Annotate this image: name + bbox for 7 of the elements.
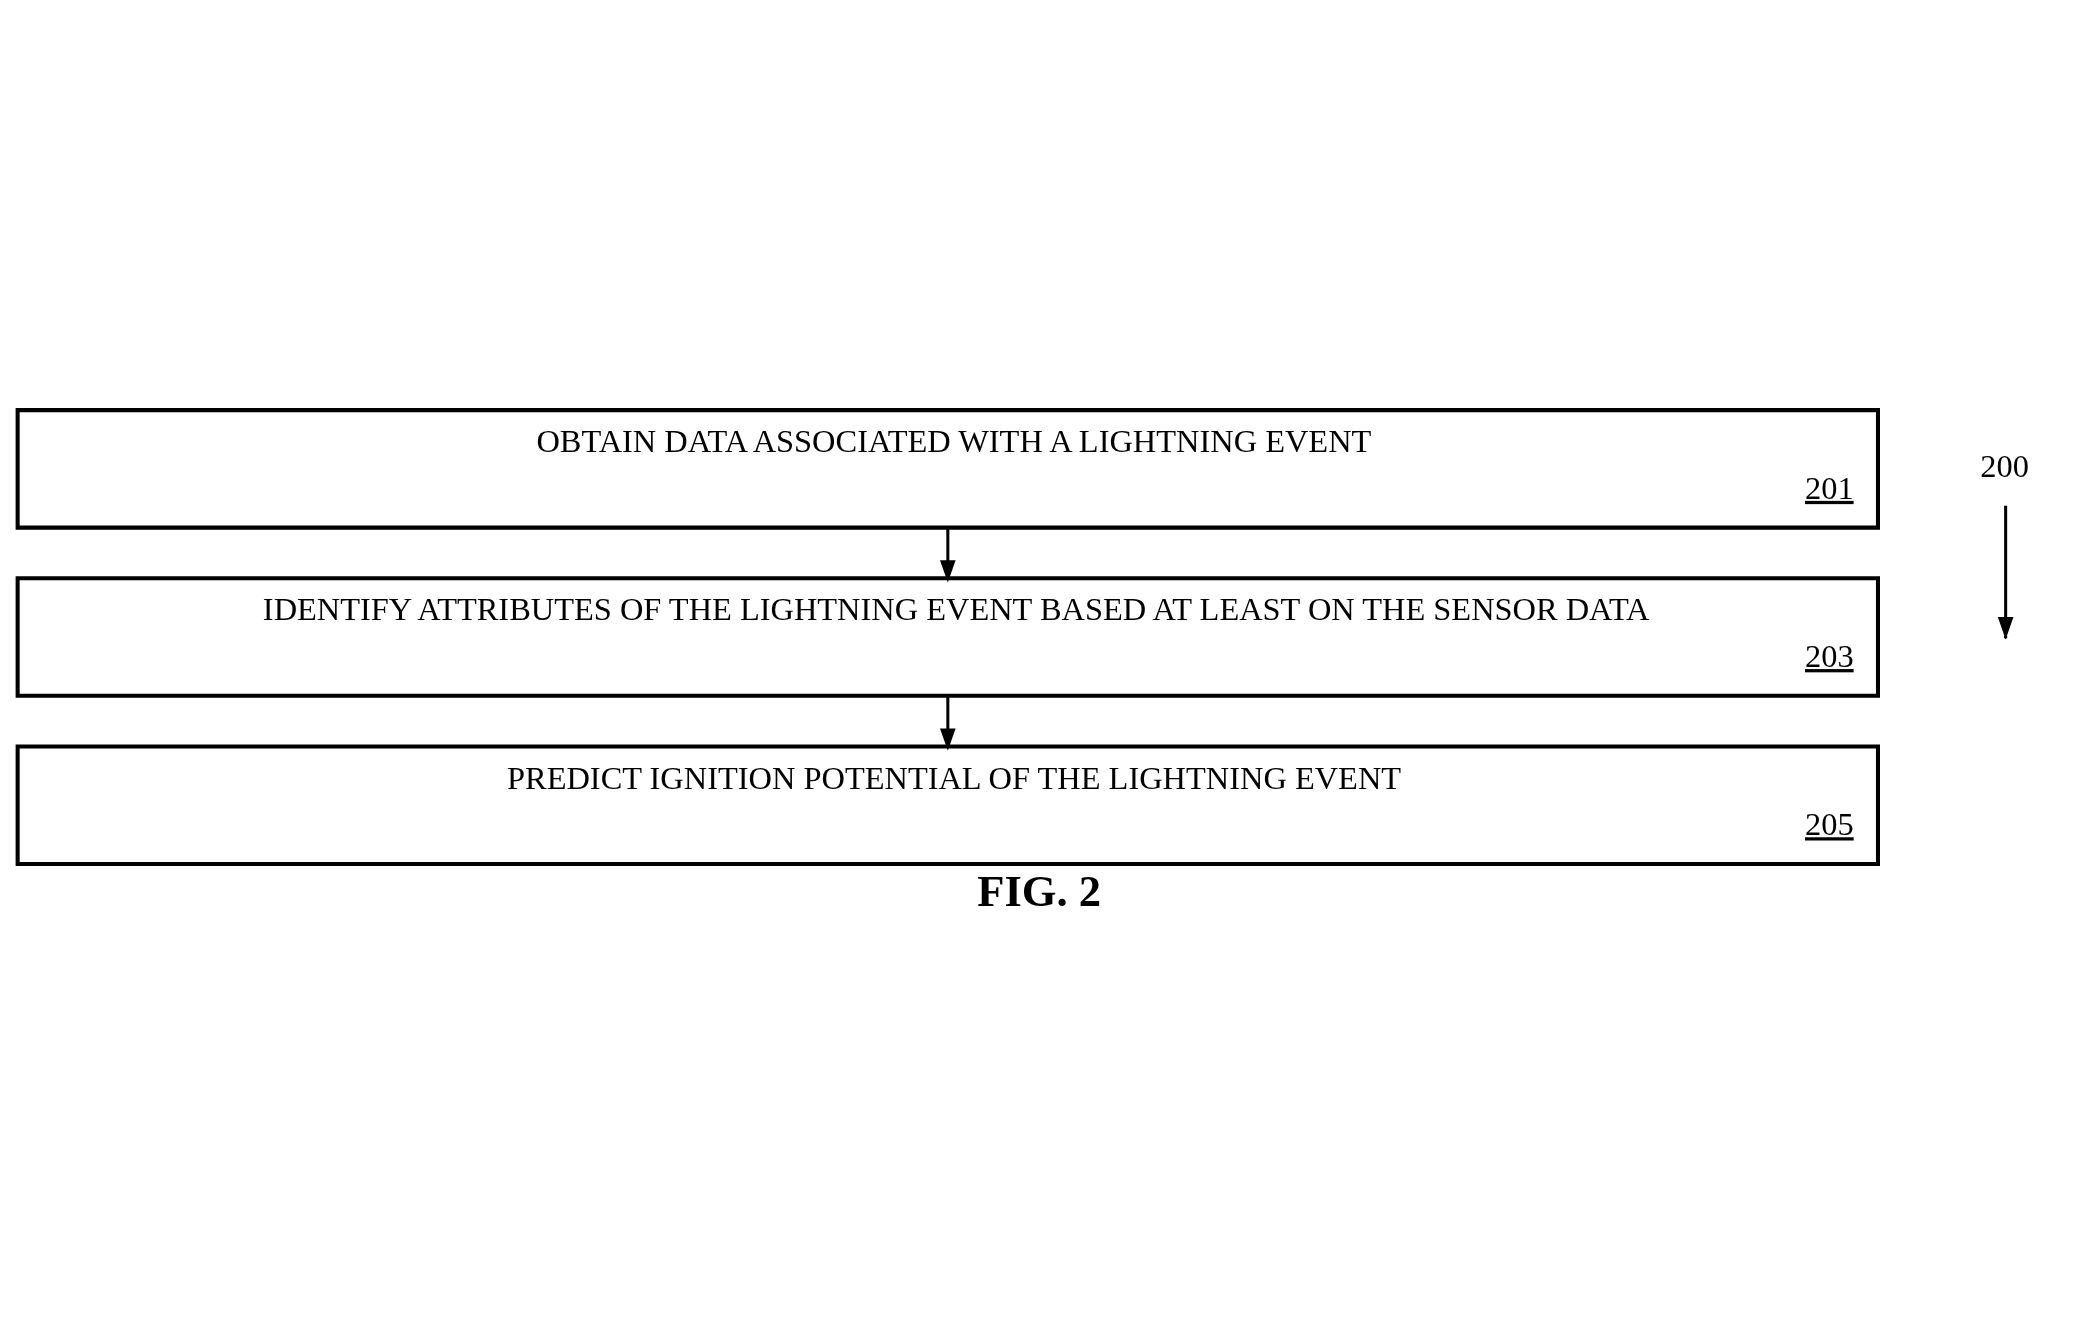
- arrow: [940, 527, 956, 583]
- caption: FIG. 2: [977, 865, 1102, 916]
- node-box: IDENTIFY ATTRIBUTES OF THE LIGHTNING EVENT BASED AT LEAST ON THE SENSOR DATA 203: [15, 575, 1880, 698]
- node-text: 200: [1980, 447, 2029, 484]
- node-box: OBTAIN DATA ASSOCIATED WITH A LIGHTNING EVENT 201: [15, 407, 1880, 530]
- node-box: PREDICT IGNITION POTENTIAL OF THE LIGHTNING EVENT 205: [15, 744, 1880, 866]
- arrow: [940, 696, 956, 751]
